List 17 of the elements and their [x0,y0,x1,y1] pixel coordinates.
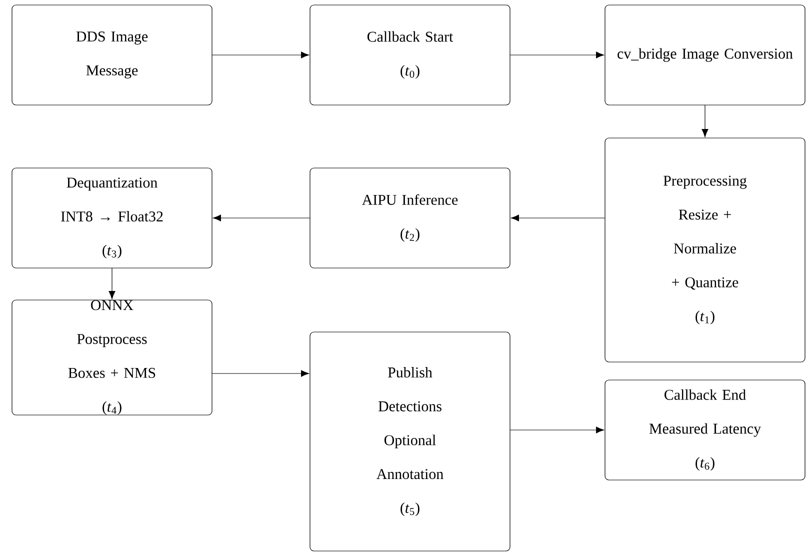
process-box: Callback End Measured Latency (t$_{6}$) [604,380,806,480]
arrow [702,104,708,138]
process-box: ONNX Postprocess Boxes + NMS (t$_{4}$) [12,300,212,416]
arrow [212,370,310,377]
arrow [212,52,310,58]
arrow [108,268,116,300]
arrow [510,214,606,222]
process-box: Preprocessing Resize + Normalize + Quantize (t$_{1}$) [604,138,806,362]
process-box: AIPU Inference (t$_{2}$) [310,168,510,268]
process-box: DDS Image Message [12,4,212,106]
arrow [510,426,604,434]
process-box: cv_bridge Image Conversion [604,4,806,106]
arrow [510,52,604,58]
arrow [212,214,310,222]
process-box: Dequantization INT8 → Float32 (t$_{3}$) [12,168,212,268]
process-box: Publish Detections Optional Annotation (t$_{5}$) [310,332,510,552]
process-box: Callback Start (t$_{0}$) [310,4,510,106]
